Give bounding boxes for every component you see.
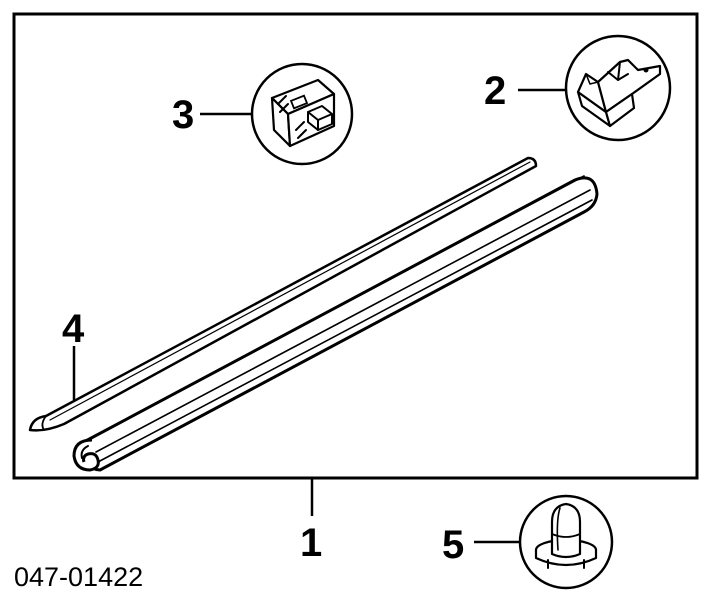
leader-lines: [72, 88, 566, 544]
callout-3: 3: [172, 93, 194, 137]
callout-5: 5: [442, 523, 464, 567]
clip-icon: [250, 62, 354, 166]
molding-strip-icon: [72, 175, 599, 472]
part-code: 047-01422: [14, 562, 143, 592]
trim-strip-icon: [28, 156, 538, 432]
callout-4: 4: [62, 307, 85, 351]
push-pin-fastener-icon: [518, 494, 614, 590]
callout-1: 1: [300, 521, 322, 565]
callout-2: 2: [484, 69, 506, 113]
bracket-icon: [564, 34, 672, 142]
